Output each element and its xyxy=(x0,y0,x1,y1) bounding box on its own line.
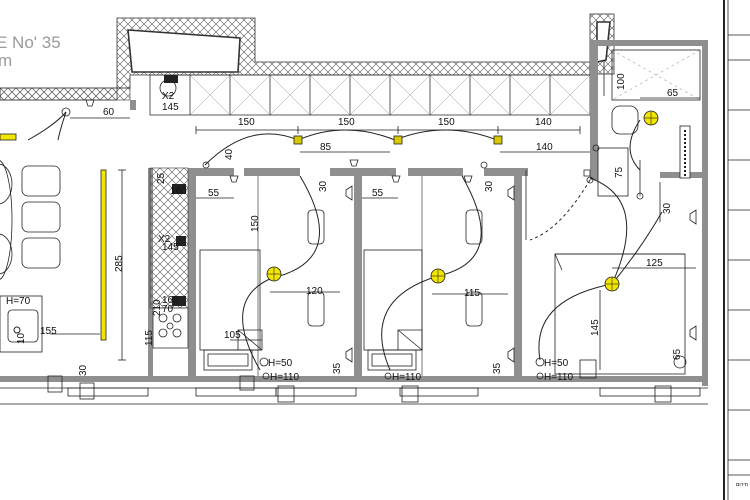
svg-text:120: 120 xyxy=(306,286,323,297)
svg-text:145: 145 xyxy=(590,319,601,336)
bedroom-3 xyxy=(525,170,687,375)
outlets xyxy=(47,75,697,393)
light-fixtures xyxy=(266,110,659,292)
svg-text:105: 105 xyxy=(224,330,241,341)
svg-text:140: 140 xyxy=(536,142,553,153)
svg-text:35: 35 xyxy=(492,362,503,374)
svg-text:30: 30 xyxy=(318,180,329,192)
svg-text:60: 60 xyxy=(103,107,115,118)
svg-text:150: 150 xyxy=(238,117,255,128)
svg-text:140: 140 xyxy=(535,117,552,128)
svg-text:H=110: H=110 xyxy=(544,372,573,383)
svg-text:30: 30 xyxy=(662,202,673,214)
svg-text:145: 145 xyxy=(162,242,179,253)
svg-text:55: 55 xyxy=(372,188,384,199)
svg-text:160: 160 xyxy=(170,186,187,197)
svg-text:145: 145 xyxy=(162,102,179,113)
svg-text:H=50: H=50 xyxy=(544,358,569,369)
svg-text:H=110: H=110 xyxy=(392,372,421,383)
svg-text:85: 85 xyxy=(320,142,332,153)
svg-text:65: 65 xyxy=(672,348,683,360)
fixture-labels: H=70 H=50 H=110 H=110 H=50 H=110 X2 145 … xyxy=(6,91,573,383)
bedroom-1 xyxy=(199,176,325,376)
svg-text:X2: X2 xyxy=(158,234,171,245)
svg-text:X2: X2 xyxy=(162,91,175,102)
svg-text:115: 115 xyxy=(464,288,480,299)
bedroom-2 xyxy=(363,176,483,376)
svg-text:155: 155 xyxy=(40,326,57,337)
svg-text:35: 35 xyxy=(332,362,343,374)
svg-text:55: 55 xyxy=(208,188,220,199)
svg-text:25: 25 xyxy=(156,172,167,184)
sheet-border: חירום xyxy=(723,0,750,500)
kitchen-sink xyxy=(0,295,43,353)
bathroom xyxy=(597,49,701,197)
svg-text:150: 150 xyxy=(250,215,261,232)
svg-text:150: 150 xyxy=(438,117,455,128)
sheet-title: E No' 35 xyxy=(0,33,61,52)
svg-text:30: 30 xyxy=(484,180,495,192)
dimension-labels: 60 150 150 150 140 140 85 40 100 65 25 5… xyxy=(16,73,683,376)
dining-table xyxy=(0,133,107,341)
svg-text:285: 285 xyxy=(114,255,125,272)
svg-text:H=50: H=50 xyxy=(268,358,293,369)
svg-text:100: 100 xyxy=(616,73,627,90)
svg-text:150: 150 xyxy=(338,117,355,128)
svg-text:30: 30 xyxy=(78,364,89,376)
svg-text:115: 115 xyxy=(144,330,155,346)
svg-text:H=70: H=70 xyxy=(6,296,31,307)
balcony-railing xyxy=(149,74,591,116)
svg-text:125: 125 xyxy=(646,258,663,269)
svg-text:160: 160 xyxy=(162,295,179,306)
svg-text:210: 210 xyxy=(152,299,163,316)
svg-text:10: 10 xyxy=(16,332,27,344)
svg-text:65: 65 xyxy=(667,88,679,99)
exterior-windows xyxy=(0,382,708,405)
svg-text:40: 40 xyxy=(224,148,235,160)
svg-text:70: 70 xyxy=(162,304,174,315)
corner-note: חירום xyxy=(736,482,748,488)
dimension-lines xyxy=(50,60,700,370)
svg-text:75: 75 xyxy=(614,166,625,178)
svg-text:H=110: H=110 xyxy=(270,372,299,383)
sheet-subtitle: m xyxy=(0,51,12,70)
